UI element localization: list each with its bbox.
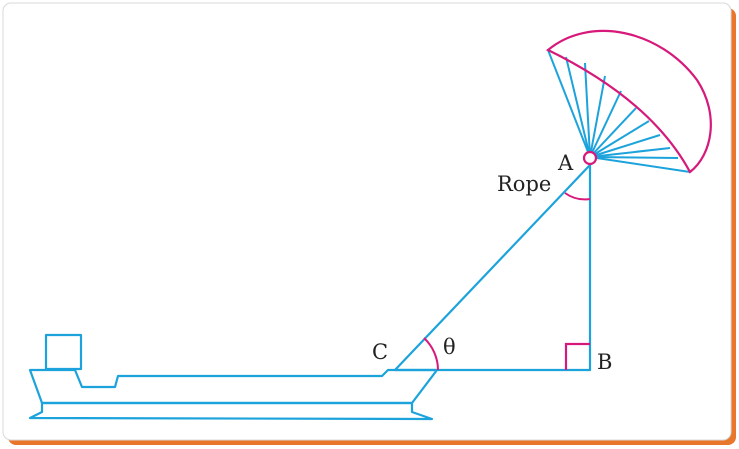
parachute-strings (547, 49, 691, 173)
rope-line-AC (393, 164, 591, 372)
angle-arc-A (564, 192, 591, 201)
label-B: B (597, 350, 612, 374)
label-A: A (557, 151, 574, 175)
parachute (545, 29, 712, 174)
label-rope: Rope (497, 172, 551, 196)
triangle (393, 162, 592, 372)
ship-keel (28, 401, 434, 421)
label-C: C (372, 340, 388, 364)
right-angle-marker (564, 342, 590, 370)
ship (28, 333, 439, 421)
label-theta: θ (443, 335, 456, 359)
harness-ring-A (582, 150, 598, 166)
parachute-canopy (545, 29, 712, 174)
theta-arc (423, 337, 439, 371)
frame-card (2, 2, 732, 441)
